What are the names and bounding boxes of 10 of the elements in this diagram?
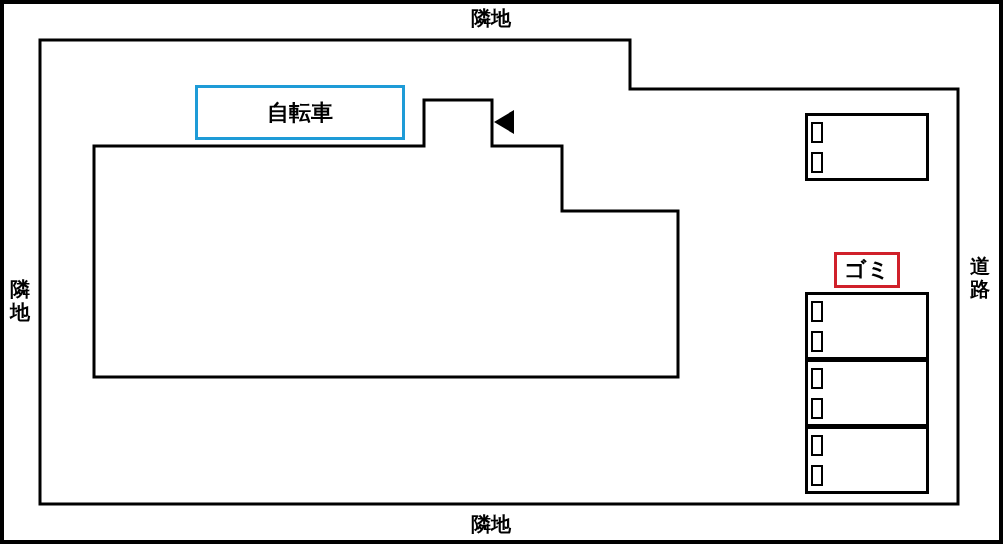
parking-space xyxy=(805,113,929,181)
label-box: ゴミ xyxy=(834,252,900,288)
boundary-label: 隣地 xyxy=(471,8,511,28)
parking-space xyxy=(805,359,929,427)
boundary-label: 隣地 xyxy=(10,278,31,324)
parking-space xyxy=(805,426,929,494)
parking-space xyxy=(805,292,929,360)
boundary-label: 道路 xyxy=(970,255,991,301)
boundary-label: 隣地 xyxy=(471,514,511,534)
label-box: 自転車 xyxy=(195,85,405,140)
